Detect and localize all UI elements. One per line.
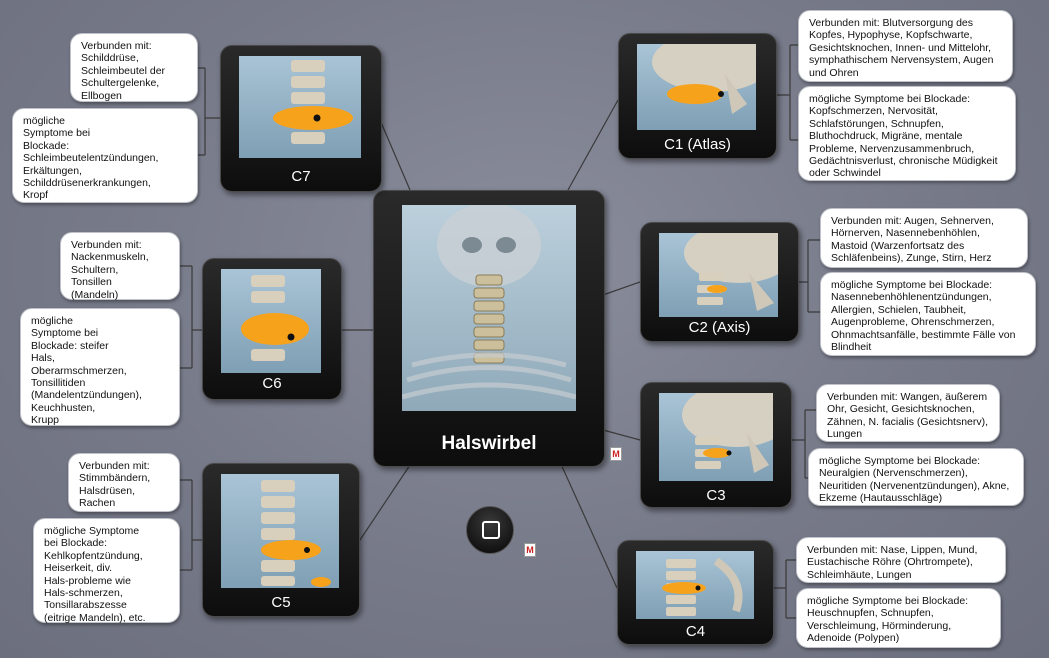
c3-label: C3 xyxy=(706,487,726,504)
c6-symptome-note: mögliche Symptome bei Blockade: steifer … xyxy=(20,308,180,426)
c4-verbunden-note: Verbunden mit: Nase, Lippen, Mund, Eusta… xyxy=(796,537,1006,583)
node-c3[interactable]: C3 xyxy=(640,382,792,508)
c4-image xyxy=(636,551,754,619)
c5-label: C5 xyxy=(271,594,291,611)
node-c7[interactable]: C7 xyxy=(220,45,382,192)
c1-verbunden-note: Verbunden mit: Blutversorgung des Kopfes… xyxy=(798,10,1013,82)
c6-label: C6 xyxy=(262,375,282,392)
c3-image xyxy=(659,393,773,481)
node-c1[interactable]: C1 (Atlas) xyxy=(618,33,777,159)
node-c4[interactable]: C4 xyxy=(617,540,774,645)
node-c5[interactable]: C5 xyxy=(202,463,360,617)
map-marker-icon[interactable]: M xyxy=(610,447,622,461)
c6-verbunden-note: Verbunden mit: Nackenmuskeln, Schultern,… xyxy=(60,232,180,301)
cervical-spine-image xyxy=(402,205,576,411)
c5-image xyxy=(221,474,339,588)
c5-verbunden-note: Verbunden mit: Stimmbändern, Halsdrüsen,… xyxy=(68,453,180,512)
c7-label: C7 xyxy=(291,168,311,185)
center-title: Halswirbel xyxy=(441,433,537,454)
c7-symptome-note: mögliche Symptome bei Blockade: Schleimb… xyxy=(12,108,198,203)
c2-label: C2 (Axis) xyxy=(688,319,751,336)
center-node-halswirbel[interactable]: Halswirbel xyxy=(373,190,605,467)
c7-verbunden-note: Verbunden mit: Schilddrüse, Schleimbeute… xyxy=(70,33,198,102)
c2-image xyxy=(659,233,778,317)
c3-symptome-note: mögliche Symptome bei Blockade: Neuralgi… xyxy=(808,448,1024,506)
c6-image xyxy=(221,269,321,373)
c2-symptome-note: mögliche Symptome bei Blockade: Nasenneb… xyxy=(820,272,1036,356)
map-marker-icon[interactable]: M xyxy=(524,543,536,557)
node-c2[interactable]: C2 (Axis) xyxy=(640,222,799,342)
home-button[interactable] xyxy=(466,506,514,554)
c4-symptome-note: mögliche Symptome bei Blockade: Heuschnu… xyxy=(796,588,1001,648)
c1-label: C1 (Atlas) xyxy=(664,136,731,153)
square-icon xyxy=(482,521,500,539)
c1-symptome-note: mögliche Symptome bei Blockade: Kopfschm… xyxy=(798,86,1016,181)
node-c6[interactable]: C6 xyxy=(202,258,342,400)
c1-image xyxy=(637,44,756,130)
c4-label: C4 xyxy=(685,623,706,640)
c5-symptome-note: mögliche Symptome bei Blockade: Kehlkopf… xyxy=(33,518,180,624)
c3-verbunden-note: Verbunden mit: Wangen, äußerem Ohr, Gesi… xyxy=(816,384,1000,442)
c7-image xyxy=(239,56,361,158)
c2-verbunden-note: Verbunden mit: Augen, Sehnerven, Hörnerv… xyxy=(820,208,1028,268)
